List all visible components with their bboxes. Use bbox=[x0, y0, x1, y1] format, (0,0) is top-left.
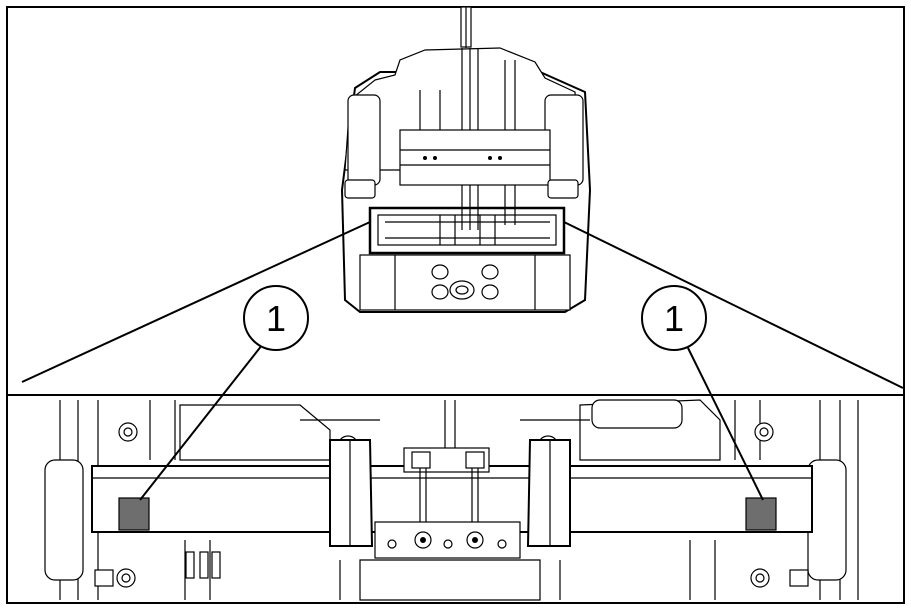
leader-line-right bbox=[687, 347, 764, 501]
callout-circle-right bbox=[641, 285, 707, 351]
callout-label-left: 1 bbox=[266, 298, 286, 339]
cross-beam bbox=[91, 465, 813, 533]
callout-label-right: 1 bbox=[664, 298, 684, 339]
machine-overview bbox=[340, 6, 592, 313]
zoom-line-left bbox=[21, 221, 371, 383]
marker-right bbox=[745, 497, 777, 531]
zoom-line-right bbox=[563, 221, 904, 389]
detail-view bbox=[6, 394, 905, 604]
callout-right: 1 bbox=[641, 285, 764, 501]
leader-line-left bbox=[139, 339, 267, 501]
zoom-source-box bbox=[368, 206, 566, 255]
callout-circle-left bbox=[243, 285, 309, 351]
marker-left bbox=[118, 497, 150, 531]
callout-left: 1 bbox=[139, 285, 309, 501]
